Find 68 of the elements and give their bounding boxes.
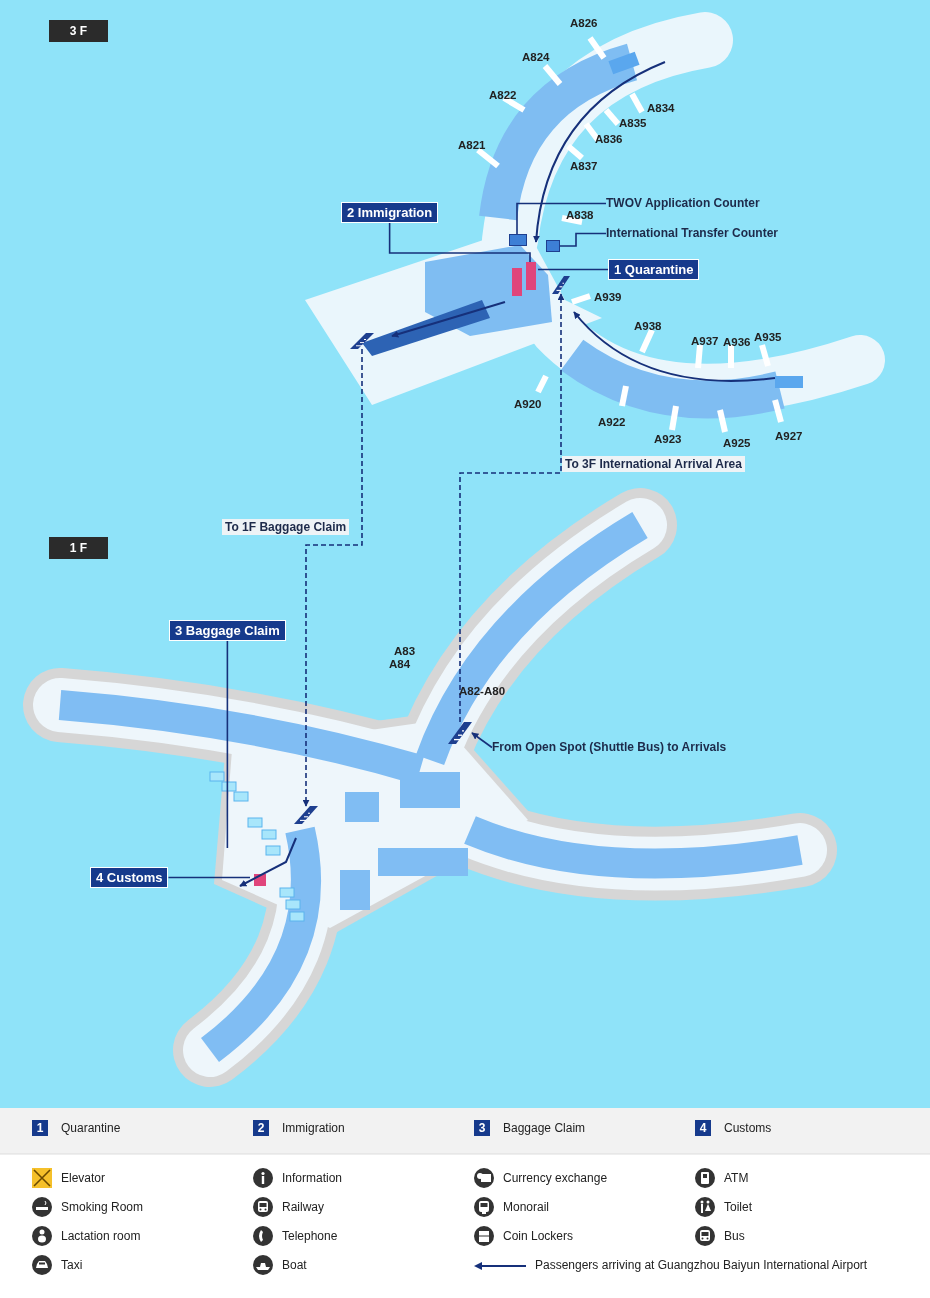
number-square: 1 <box>32 1120 48 1136</box>
legend-label: Telephone <box>282 1228 338 1244</box>
escalator-icon <box>294 806 318 824</box>
number-square: 3 <box>474 1120 490 1136</box>
gate-label: A822 <box>489 89 517 102</box>
edge-label: To 3F International Arrival Area <box>562 456 745 472</box>
dashed-route-arrow <box>459 293 565 723</box>
legend-label: Toilet <box>724 1199 752 1215</box>
legend-label: ATM <box>724 1170 749 1186</box>
gate-label: A836 <box>595 133 623 146</box>
gate-label: A922 <box>598 416 626 429</box>
callout-text: TWOV Application Counter <box>606 196 760 211</box>
gate-label: A82-A80 <box>459 685 506 698</box>
legend-label: Information <box>282 1170 343 1186</box>
legend-label: Baggage Claim <box>503 1120 586 1136</box>
callout-text: International Transfer Counter <box>606 226 779 241</box>
legend-label: Smoking Room <box>61 1199 144 1215</box>
callout-box: 3 Baggage Claim <box>169 620 286 641</box>
gate-label: A938 <box>634 320 662 333</box>
escalator-icon <box>448 722 472 744</box>
floor-badge: 1 F <box>49 537 108 559</box>
callout-box: 2 Immigration <box>341 202 439 223</box>
legend-label: Currency exchange <box>503 1170 608 1186</box>
legend-label: Railway <box>282 1199 324 1215</box>
legend-label: Customs <box>724 1120 772 1136</box>
dashed-route-arrow <box>302 348 363 807</box>
gate-label: A937 <box>691 335 719 348</box>
gate-label: A935 <box>754 331 782 344</box>
gate-label: A936 <box>723 336 751 349</box>
arrow <box>471 732 493 749</box>
gate-label: A923 <box>654 433 682 446</box>
leader-line <box>226 640 229 849</box>
gate-label: A838 <box>566 209 594 222</box>
counter-desk <box>509 234 527 246</box>
counter-block <box>510 262 538 296</box>
gate-label: A824 <box>522 51 550 64</box>
number-square: 4 <box>695 1120 711 1136</box>
legend-label: Elevator <box>61 1170 106 1186</box>
legend-label: Quarantine <box>61 1120 121 1136</box>
gate-label: A835 <box>619 117 647 130</box>
gate-label: A84 <box>389 658 411 671</box>
gate-label: A925 <box>723 437 751 450</box>
floor-badge: 3 F <box>49 20 108 42</box>
gate-label: A83 <box>394 645 416 658</box>
legend-label: Coin Lockers <box>503 1228 574 1244</box>
callout-box: 1 Quarantine <box>608 259 700 280</box>
gate-label: A939 <box>594 291 622 304</box>
leader-line <box>167 876 251 879</box>
callout-box: 4 Customs <box>90 867 169 888</box>
legend-label: Bus <box>724 1228 745 1244</box>
gate-label: A821 <box>458 139 486 152</box>
legend-label: Taxi <box>61 1257 83 1273</box>
counter-desk <box>546 240 560 252</box>
gate-label: A834 <box>647 102 675 115</box>
gate-label: A826 <box>570 17 598 30</box>
escalator-icon <box>552 276 570 294</box>
callout-text: From Open Spot (Shuttle Bus) to Arrivals <box>492 740 727 755</box>
number-square: 2 <box>253 1120 269 1136</box>
gate-label: A837 <box>570 160 598 173</box>
edge-label: To 1F Baggage Claim <box>222 519 350 535</box>
legend-label: Passengers arriving at Guangzhou Baiyun International Airport <box>535 1257 868 1273</box>
legend-label: Monorail <box>503 1199 550 1215</box>
legend-label: Boat <box>282 1257 307 1273</box>
gate-label: A920 <box>514 398 542 411</box>
escalator-icon <box>350 333 374 349</box>
gate-label: A927 <box>775 430 803 443</box>
legend-label: Immigration <box>282 1120 345 1136</box>
legend-label: Lactation room <box>61 1228 141 1244</box>
